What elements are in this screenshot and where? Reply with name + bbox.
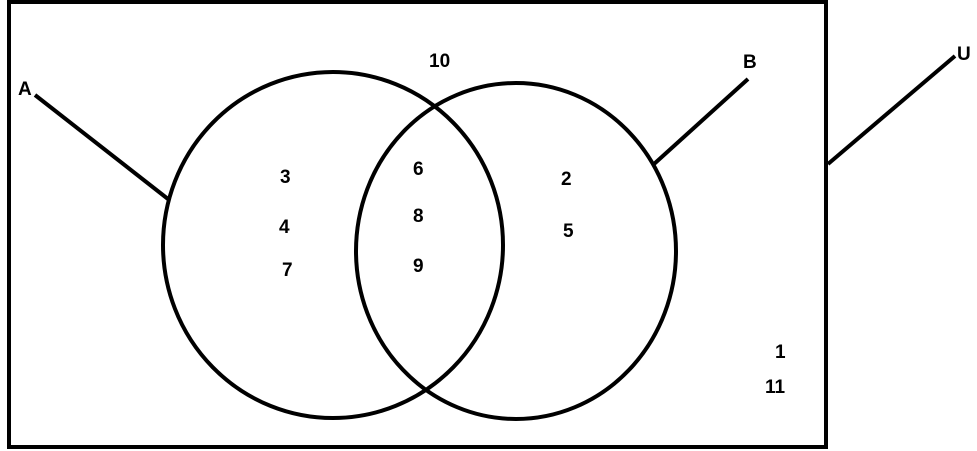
element-only-a: 4: [279, 217, 290, 238]
element-only-b: 5: [563, 221, 574, 242]
element-a-and-b: 9: [413, 256, 424, 277]
label-set-a: A: [18, 79, 32, 100]
element-outside: 10: [429, 51, 450, 72]
leader-line-a: [33, 93, 170, 201]
universe-rectangle: [7, 0, 828, 449]
label-set-b: B: [743, 52, 757, 73]
element-only-a: 7: [282, 260, 293, 281]
circle-b: [354, 81, 678, 421]
label-universe: U: [957, 44, 971, 65]
element-a-and-b: 6: [413, 159, 424, 180]
element-only-b: 2: [561, 169, 572, 190]
leader-line-b: [652, 77, 750, 166]
circle-a: [161, 70, 505, 420]
element-a-and-b: 8: [413, 206, 424, 227]
element-only-a: 3: [280, 167, 291, 188]
leader-line-u: [826, 54, 957, 166]
element-outside: 11: [765, 377, 786, 398]
element-outside: 1: [775, 342, 786, 363]
